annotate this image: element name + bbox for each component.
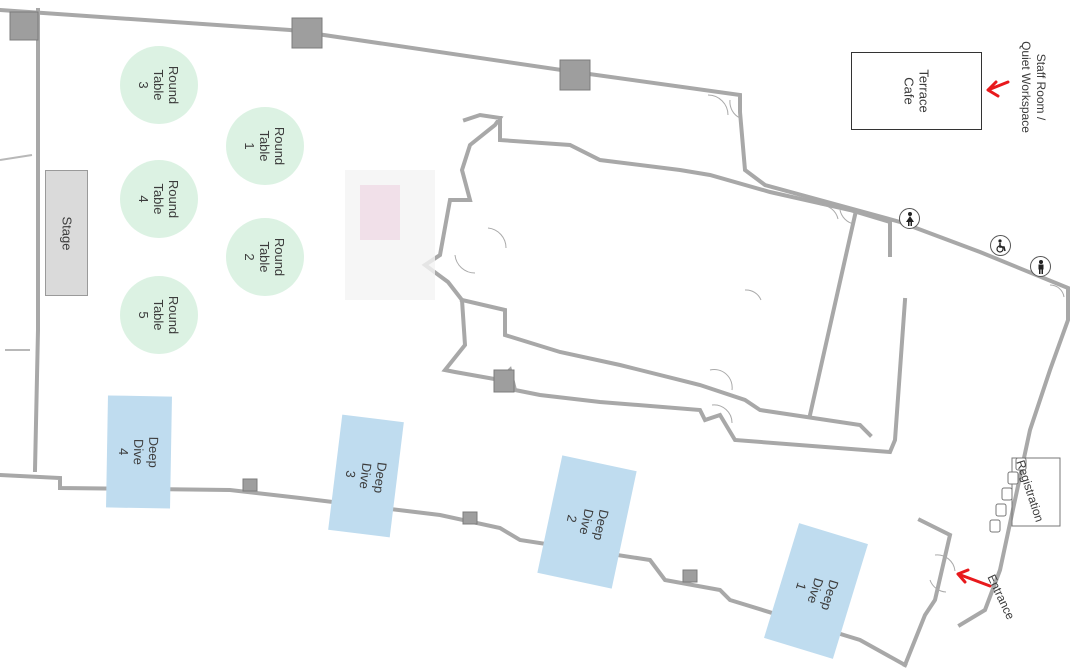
central-block-wall — [421, 112, 908, 455]
central-inner-wall — [498, 116, 892, 257]
staff-room-label: Staff Room / Quiet Workspace — [1019, 41, 1048, 133]
round-table-4[interactable]: Round Table 4 — [120, 160, 198, 238]
pillar — [682, 569, 698, 583]
pillar — [9, 11, 39, 41]
accessible-restroom-icon — [990, 235, 1011, 256]
entrance-corridor-wall — [902, 517, 953, 668]
red-arrow-icon — [986, 80, 1010, 98]
terrace-cafe[interactable]: Terrace Cafe — [851, 52, 982, 130]
womens-restroom-icon — [899, 208, 920, 229]
east-rooms-wall — [807, 212, 858, 418]
stage-text: Stage — [58, 216, 74, 250]
pillar — [291, 17, 323, 49]
terrace-cafe-label: Terrace Cafe — [901, 69, 932, 113]
south-wall — [0, 472, 908, 668]
north-wall — [0, 7, 1070, 628]
pillar — [493, 369, 515, 393]
stage[interactable]: Stage — [45, 170, 88, 296]
door-arcs — [454, 94, 1065, 593]
west-wall — [32, 8, 40, 473]
round-table-5[interactable]: Round Table 5 — [120, 276, 198, 354]
round-table-2[interactable]: Round Table 2 — [226, 218, 304, 296]
registration-desk — [989, 457, 1061, 533]
mens-restroom-icon — [1030, 256, 1051, 277]
pillar — [242, 478, 258, 492]
west-inner-wall — [0, 154, 33, 161]
red-arrow-icon — [956, 568, 992, 588]
round-table-1[interactable]: Round Table 1 — [226, 107, 304, 185]
faded-room-area — [360, 185, 400, 240]
deep-dive-4[interactable]: Deep Dive 4 — [106, 395, 172, 509]
inner-hall-wall — [459, 297, 873, 438]
pillar — [559, 59, 591, 91]
pillar — [462, 511, 478, 525]
round-table-3[interactable]: Round Table 3 — [120, 46, 198, 124]
